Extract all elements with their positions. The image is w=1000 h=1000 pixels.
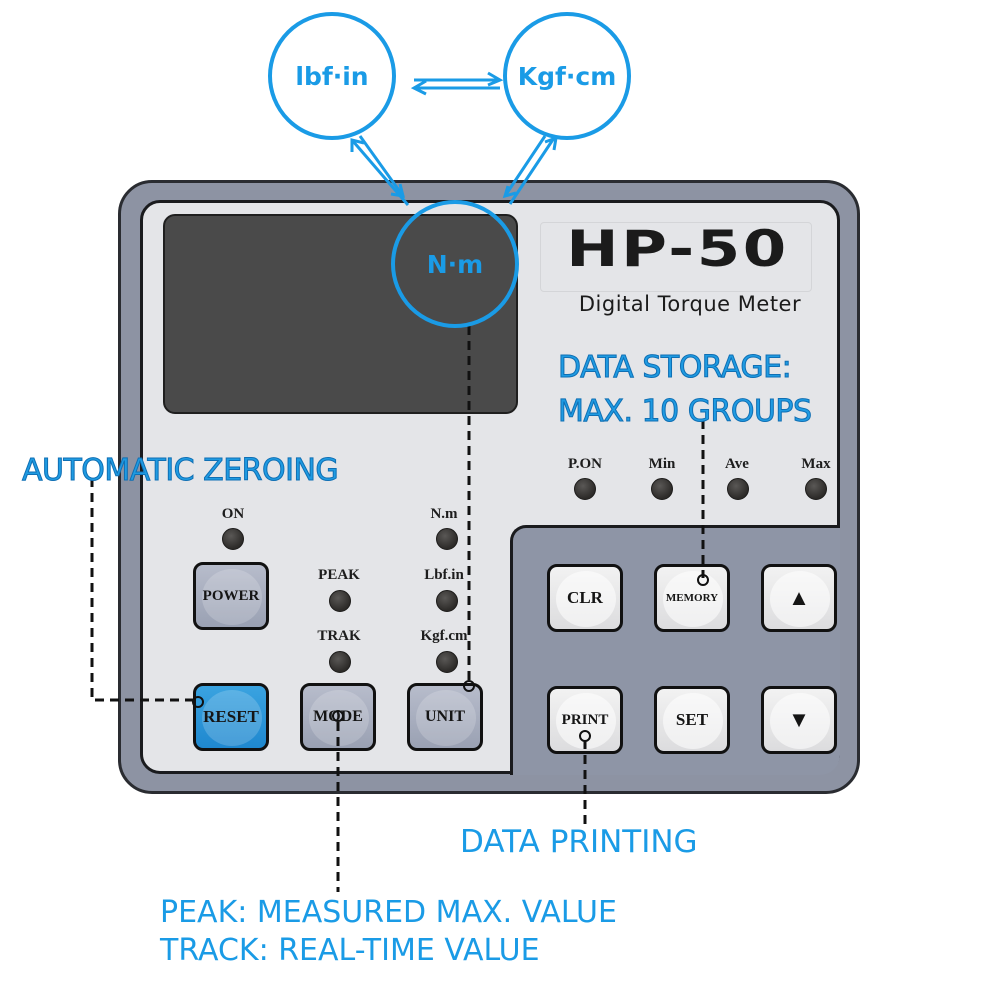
- led-label-on: ON: [221, 506, 245, 522]
- led-lbfin: [436, 590, 458, 612]
- unit-kgf-cm-label: Kgf·cm: [517, 61, 617, 91]
- reset-button-label: RESET: [203, 707, 259, 726]
- led-ave: [727, 478, 749, 500]
- annotation-data-printing: DATA PRINTING: [460, 824, 698, 860]
- led-label-pon: P.ON: [567, 456, 603, 472]
- model-name: HP-50: [566, 220, 789, 278]
- power-button-label: POWER: [202, 587, 260, 604]
- clr-button[interactable]: CLR: [547, 564, 623, 632]
- down-arrow-button[interactable]: ▼: [761, 686, 837, 754]
- clr-button-label: CLR: [567, 588, 603, 607]
- led-label-nm: N.m: [430, 506, 458, 522]
- mode-button-label: MODE: [313, 708, 363, 725]
- led-kgfcm: [436, 651, 458, 673]
- annotation-peak: PEAK: MEASURED MAX. VALUE: [160, 895, 617, 930]
- unit-lbf-in-circle: lbf·in: [268, 12, 396, 140]
- power-button[interactable]: POWER: [193, 562, 269, 630]
- up-arrow-icon: ▲: [788, 585, 810, 610]
- unit-kgf-cm-circle: Kgf·cm: [503, 12, 631, 140]
- annotation-auto-zero: AUTOMATIC ZEROING: [21, 453, 339, 489]
- led-label-min: Min: [648, 456, 676, 472]
- set-button[interactable]: SET: [654, 686, 730, 754]
- annotation-data-storage-2: MAX. 10 GROUPS: [558, 394, 813, 430]
- led-label-trak: TRAK: [317, 628, 361, 644]
- memory-button-label: MEMORY: [665, 592, 719, 604]
- led-label-ave: Ave: [725, 456, 749, 472]
- led-peak: [329, 590, 351, 612]
- led-label-max: Max: [801, 456, 831, 472]
- led-label-peak: PEAK: [318, 567, 360, 583]
- unit-nm-label: N·m: [426, 249, 484, 279]
- unit-lbf-in-label: lbf·in: [295, 61, 369, 91]
- unit-button[interactable]: UNIT: [407, 683, 483, 751]
- print-button-label: PRINT: [561, 711, 609, 728]
- up-arrow-button[interactable]: ▲: [761, 564, 837, 632]
- led-label-lbfin: Lbf.in: [424, 567, 464, 583]
- unit-nm-circle: N·m: [391, 200, 519, 328]
- annotation-data-storage-1: DATA STORAGE:: [557, 350, 792, 386]
- reset-button[interactable]: RESET: [193, 683, 269, 751]
- led-trak: [329, 651, 351, 673]
- led-pon: [574, 478, 596, 500]
- unit-button-label: UNIT: [424, 708, 465, 725]
- annotation-track: TRACK: REAL-TIME VALUE: [160, 933, 540, 968]
- led-nm: [436, 528, 458, 550]
- led-max: [805, 478, 827, 500]
- model-plate: [540, 222, 812, 292]
- led-label-kgfcm: Kgf.cm: [420, 628, 468, 644]
- set-button-label: SET: [675, 710, 709, 729]
- led-on: [222, 528, 244, 550]
- print-button[interactable]: PRINT: [547, 686, 623, 754]
- led-min: [651, 478, 673, 500]
- down-arrow-icon: ▼: [788, 707, 810, 732]
- memory-button[interactable]: MEMORY: [654, 564, 730, 632]
- device-subtitle: Digital Torque Meter: [578, 292, 802, 316]
